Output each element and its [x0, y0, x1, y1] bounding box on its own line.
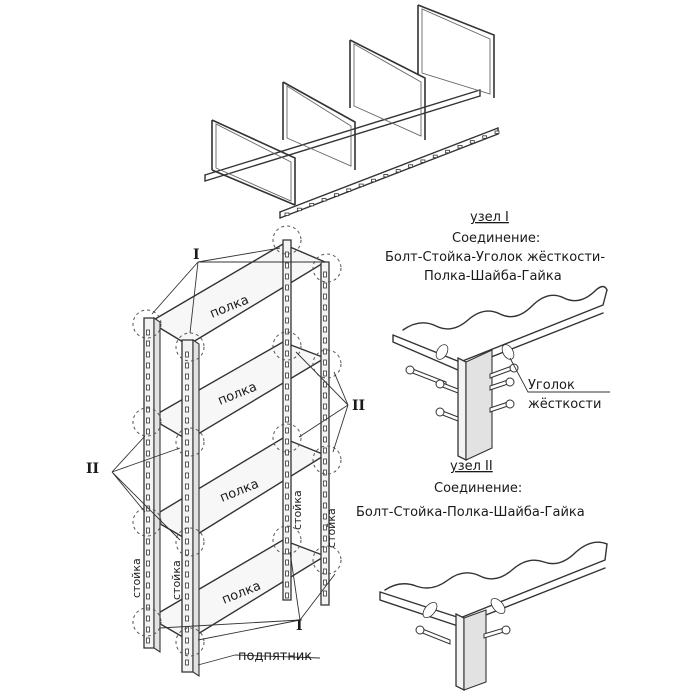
- foot-label: подпятник: [238, 649, 312, 664]
- post-label-3: стойка: [291, 490, 304, 530]
- post-perforation: [146, 251, 327, 666]
- node-1-heading: Соединение:: [452, 231, 540, 246]
- node-1-callout-line2: жёсткости: [528, 397, 601, 412]
- node-1-line2: Полка-Шайба-Гайка: [424, 269, 562, 284]
- node-1-callout-line1: Уголок: [528, 378, 575, 393]
- node-1-line1: Болт-Стойка-Уголок жёсткости-: [385, 250, 605, 265]
- post-label-1: стойка: [130, 558, 143, 598]
- node-circles: [132, 225, 342, 657]
- post-label-4: стойка: [325, 508, 338, 548]
- rail-frame-3: [349, 39, 426, 140]
- node-1-illustration: [392, 285, 610, 462]
- node-2-illustration: [379, 541, 608, 692]
- top-rail-assembly: [204, 4, 500, 219]
- rail-frame-2: [282, 81, 356, 170]
- rail-perforation: [284, 130, 500, 216]
- node-2-bolts: [415, 625, 511, 645]
- node-2-heading: Соединение:: [434, 481, 522, 496]
- shelving-rack: [111, 225, 349, 678]
- post-back-left: [320, 261, 330, 606]
- shelf-1: [148, 243, 327, 346]
- rail-frame-1: [211, 119, 296, 206]
- rail-frame-4: [417, 4, 495, 98]
- marker-I-top: I: [193, 247, 200, 263]
- marker-I-bottom: I: [296, 618, 303, 634]
- node-2-title: узел II: [450, 459, 493, 474]
- marker-II-left: II: [86, 461, 99, 477]
- marker-II-right: II: [352, 398, 365, 414]
- node-1-title: узел I: [470, 210, 509, 225]
- node-2-line1: Болт-Стойка-Полка-Шайба-Гайка: [356, 505, 585, 520]
- post-label-2: стойка: [170, 560, 183, 600]
